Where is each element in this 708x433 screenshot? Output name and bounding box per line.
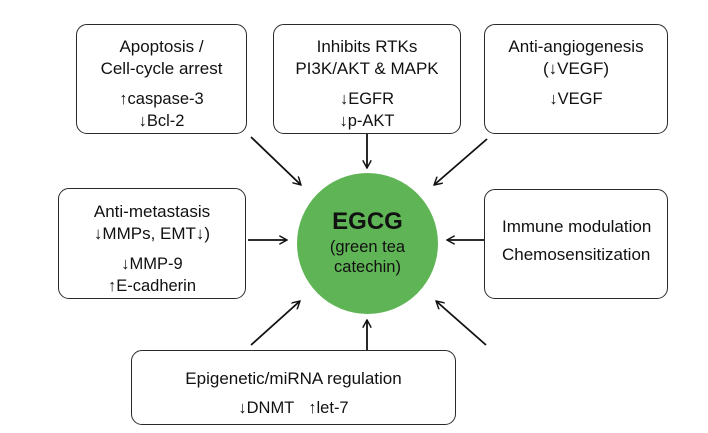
angiogenesis-item: ↓VEGF [549,90,603,108]
angiogenesis-title-line1: Anti-angiogenesis [508,37,644,56]
egcg-center-node: EGCG (green tea catechin) [297,173,438,314]
box-immune-modulation: Immune modulation Chemosensitization [484,189,668,299]
metastasis-title-line1: Anti-metastasis [93,202,211,221]
box-anti-metastasis: Anti-metastasis ↓MMPs, EMT↓) ↓MMP-9 ↑E-c… [58,188,246,299]
epigenetic-title: Epigenetic/miRNA regulation [185,369,402,388]
apoptosis-item: ↑caspase-3 [119,90,204,108]
metastasis-title-line2: ↓MMPs, EMT↓) [93,224,211,243]
box-anti-angiogenesis: Anti-angiogenesis (↓VEGF) ↓VEGF [484,24,668,134]
egcg-title: EGCG [332,207,403,235]
apoptosis-title-line1: Apoptosis / [119,37,204,56]
arrow-lower-right-to-egcg [436,301,487,346]
rtk-title-line1: Inhibits RTKs [316,37,418,56]
epigenetic-item: ↓DNMT [238,399,295,417]
metastasis-item: ↑E-cadherin [107,277,197,295]
apoptosis-title-line2: Cell-cycle arrest [100,59,223,78]
immune-title-line1: Immune modulation [502,217,652,236]
arrow-apoptosis-to-egcg [250,136,301,185]
arrow-epigenetic-left-to-egcg [250,301,300,346]
box-apoptosis: Apoptosis / Cell-cycle arrest ↑caspase-3… [76,24,247,134]
metastasis-item: ↓MMP-9 [121,255,183,273]
egcg-subtitle-line1: (green tea [329,237,406,256]
immune-title-line2: Chemosensitization [502,245,651,264]
rtk-title-line2: PI3K/AKT & MAPK [295,59,439,78]
arrow-angiogenesis-to-egcg [434,138,488,185]
egcg-subtitle-line2: catechin) [334,257,401,276]
epigenetic-item: ↑let-7 [308,399,349,417]
apoptosis-item: ↓Bcl-2 [138,112,185,130]
rtk-item: ↓p-AKT [339,112,395,130]
rtk-item: ↓EGFR [339,90,395,108]
box-epigenetic-regulation: Epigenetic/miRNA regulation ↓DNMT ↑let-7 [131,350,456,425]
box-rtk-inhibition: Inhibits RTKs PI3K/AKT & MAPK ↓EGFR ↓p-A… [273,24,461,134]
angiogenesis-title-line2: (↓VEGF) [542,59,610,78]
